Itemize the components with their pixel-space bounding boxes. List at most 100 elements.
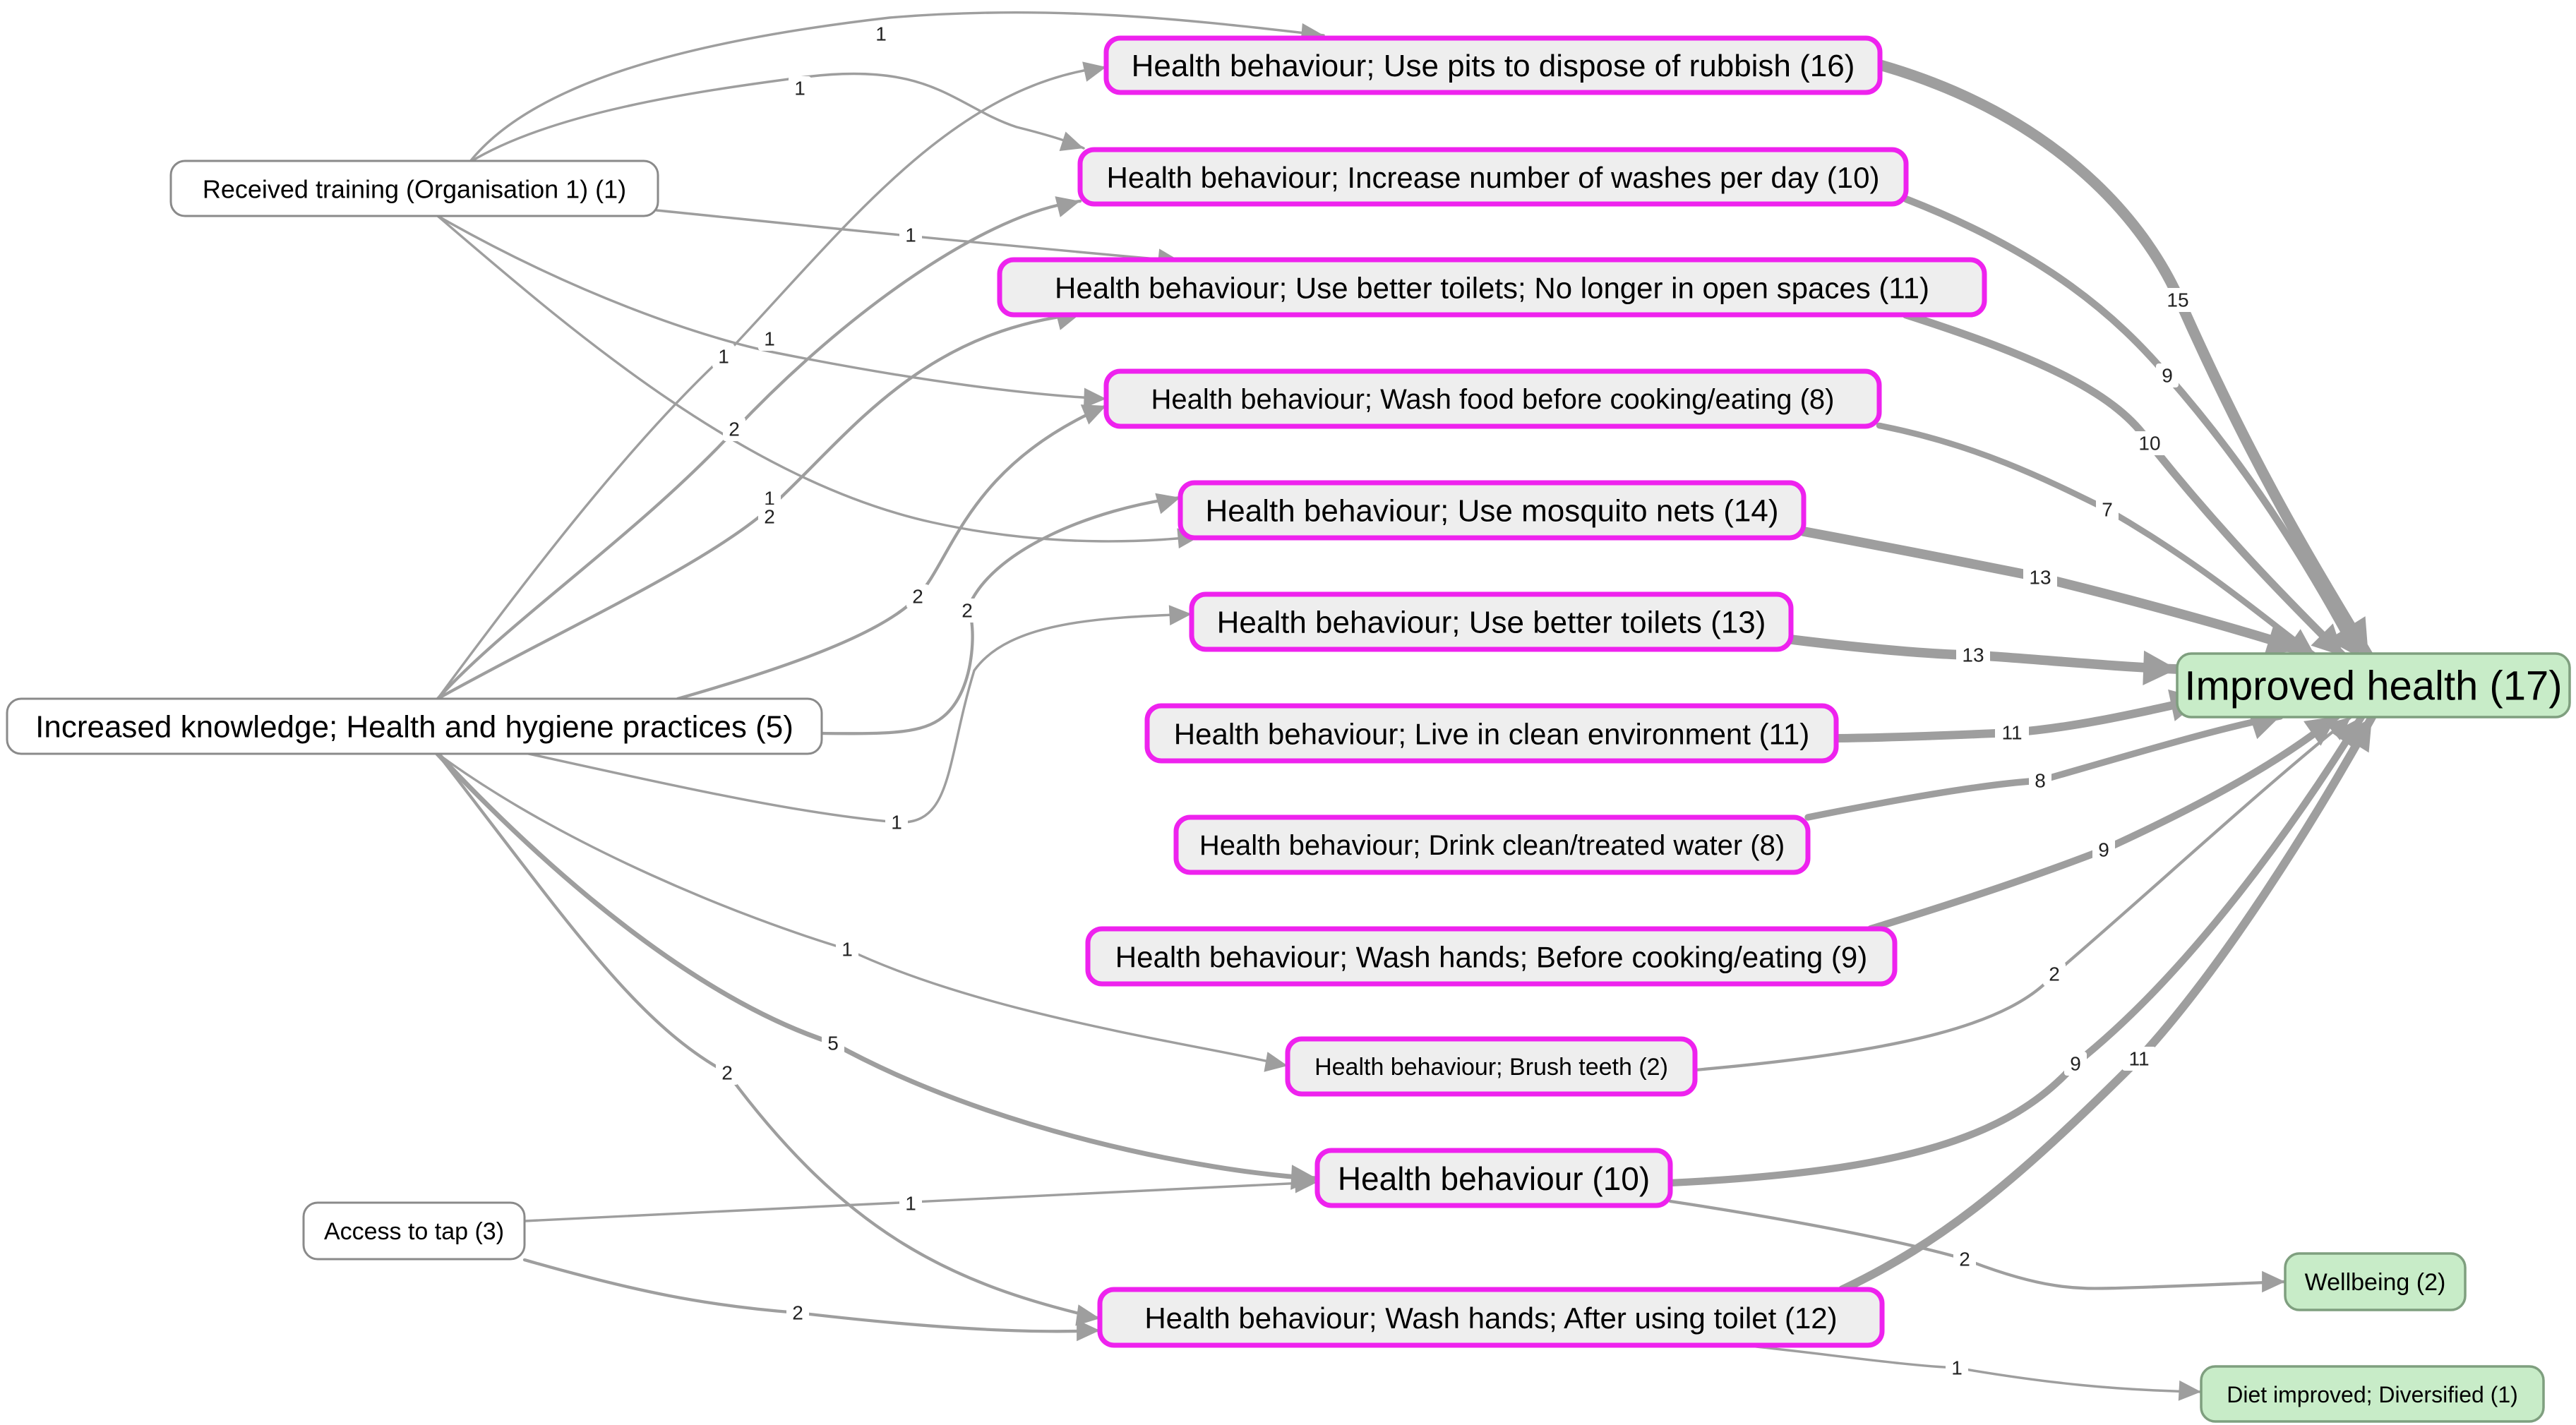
node-water[interactable]: Health behaviour; Drink clean/treated wa… (1173, 814, 1811, 875)
edge-food-to-health (1876, 422, 2319, 660)
edge-train-to-washes (468, 72, 1085, 164)
node-clean[interactable]: Health behaviour; Live in clean environm… (1144, 703, 1839, 764)
node-label: Access to tap (3) (324, 1218, 504, 1245)
arrowhead-handstoilet-to-diet (2178, 1380, 2201, 1401)
edge-weight-label: 2 (723, 417, 745, 441)
edge-train-to-nets (436, 215, 1202, 543)
edge-weight-label: 2 (906, 584, 929, 608)
edge-weight-label: 1 (899, 223, 922, 247)
edge-train-to-pits (468, 11, 1325, 164)
edge-weight-text: 9 (2162, 365, 2173, 387)
edge-weight-label: 15 (2161, 288, 2195, 312)
node-box (6, 697, 823, 755)
node-box (1097, 1287, 1885, 1348)
arrowhead-know-to-nets (1155, 493, 1180, 515)
edge-weight-text: 2 (721, 1062, 733, 1084)
edge-weight-label: 2 (956, 599, 978, 623)
edge-train-to-food (436, 215, 1108, 400)
edge-weight-text: 11 (2128, 1048, 2149, 1070)
node-label: Health behaviour; Use mosquito nets (14) (1206, 494, 1779, 529)
edge-weight-label: 8 (2029, 769, 2051, 793)
edge-weight-label: 9 (2092, 838, 2115, 862)
edge-weight-text: 2 (912, 586, 923, 608)
edge-weight-label: 2 (2043, 962, 2066, 986)
edge-weight-text: 2 (729, 419, 740, 440)
arrowhead-know-to-food (1080, 404, 1106, 425)
edge-weight-text: 9 (2070, 1053, 2081, 1075)
arrowhead-handstoilet-to-health (2341, 717, 2372, 753)
edge-weight-label: 11 (2122, 1047, 2156, 1071)
edge-weight-label: 10 (2133, 431, 2167, 455)
node-label: Health behaviour; Wash hands; After usin… (1144, 1301, 1837, 1335)
arrowhead-know-to-washes (1055, 196, 1080, 217)
node-wellbeing[interactable]: Wellbeing (2) (2284, 1252, 2467, 1311)
edge-weight-text: 1 (905, 1193, 916, 1215)
node-label: Health behaviour; Use better toilets (13… (1217, 606, 1766, 640)
edge-handstoilet-to-health (1838, 713, 2376, 1294)
edge-weight-label: 13 (1956, 643, 1990, 667)
node-label: Health behaviour; Live in clean environm… (1174, 718, 1809, 751)
node-label: Improved health (17) (2184, 663, 2562, 709)
node-teeth[interactable]: Health behaviour; Brush teeth (2) (1285, 1036, 1698, 1097)
arrowhead-tap-to-handstoilet (1077, 1319, 1100, 1342)
edge-weight-text: 1 (905, 224, 916, 246)
node-tap[interactable]: Access to tap (3) (302, 1201, 526, 1261)
edge-weight-label: 1 (870, 22, 892, 46)
node-toiletsopen[interactable]: Health behaviour; Use better toilets; No… (997, 257, 1987, 318)
edge-weight-label: 1 (758, 486, 781, 510)
edge-weight-text: 7 (2102, 499, 2113, 521)
node-box (1173, 814, 1811, 875)
edge-weight-text: 2 (792, 1302, 803, 1324)
edge-weight-label: 2 (1953, 1247, 1976, 1271)
node-train[interactable]: Received training (Organisation 1) (1) (169, 160, 659, 217)
edge-weight-text: 1 (1951, 1357, 1963, 1379)
arrowhead-know-to-pits (1082, 61, 1106, 82)
node-box (1189, 591, 1794, 652)
arrowhead-teeth-to-health (2325, 717, 2351, 740)
node-hb[interactable]: Health behaviour (10) (1314, 1148, 1673, 1208)
edge-weight-text: 11 (2001, 722, 2022, 744)
arrowhead-hb-to-wellbeing (2262, 1270, 2285, 1293)
node-toilets[interactable]: Health behaviour; Use better toilets (13… (1189, 591, 1794, 652)
edge-weight-label: 1 (899, 1191, 922, 1215)
edge-weight-label: 5 (822, 1031, 844, 1055)
edge-know-to-food (676, 404, 1108, 701)
edge-weight-text: 2 (1959, 1249, 1970, 1270)
node-nets[interactable]: Health behaviour; Use mosquito nets (14) (1178, 480, 1807, 541)
edge-weight-label: 2 (716, 1061, 738, 1085)
arrowhead-know-to-toilets (1168, 605, 1192, 626)
node-diet[interactable]: Diet improved; Diversified (1) (2200, 1365, 2545, 1423)
arrowhead-train-to-food (1083, 387, 1106, 409)
edge-weight-text: 1 (764, 328, 775, 350)
edge-weight-text: 8 (2035, 770, 2046, 792)
arrowhead-tap-to-hb (1294, 1172, 1317, 1193)
node-handstoilet[interactable]: Health behaviour; Wash hands; After usin… (1097, 1287, 1885, 1348)
edge-weight-text: 1 (764, 488, 775, 510)
node-box (1314, 1148, 1673, 1208)
edge-hb-to-wellbeing (1668, 1199, 2287, 1290)
node-food[interactable]: Health behaviour; Wash food before cooki… (1103, 368, 1882, 429)
edge-weight-text: 2 (961, 600, 973, 622)
edge-weight-text: 1 (891, 812, 902, 834)
node-know[interactable]: Increased knowledge; Health and hygiene … (6, 697, 823, 755)
edge-weight-label: 1 (885, 810, 908, 834)
edge-handstoilet-to-diet (1742, 1344, 2203, 1393)
node-label: Health behaviour; Brush teeth (2) (1314, 1054, 1668, 1081)
edge-weight-text: 5 (827, 1033, 839, 1054)
arrowhead-train-to-washes (1059, 131, 1084, 152)
node-handscook[interactable]: Health behaviour; Wash hands; Before coo… (1085, 926, 1898, 987)
arrowhead-nets-to-health (2264, 623, 2301, 656)
node-box (1144, 703, 1839, 764)
edge-weight-label: 1 (789, 76, 811, 100)
node-label: Health behaviour; Drink clean/treated wa… (1199, 830, 1785, 861)
edge-train-to-toiletsopen (655, 209, 1182, 263)
arrowhead-toilets-to-health (2143, 650, 2177, 685)
node-label: Health behaviour; Use pits to dispose of… (1132, 49, 1855, 83)
node-box (1077, 147, 1909, 207)
node-washes[interactable]: Health behaviour; Increase number of was… (1077, 147, 1909, 207)
node-health[interactable]: Improved health (17) (2176, 652, 2571, 718)
edge-know-to-teeth (436, 752, 1289, 1067)
edge-weight-label: 7 (2096, 498, 2119, 522)
node-pits[interactable]: Health behaviour; Use pits to dispose of… (1103, 35, 1883, 95)
